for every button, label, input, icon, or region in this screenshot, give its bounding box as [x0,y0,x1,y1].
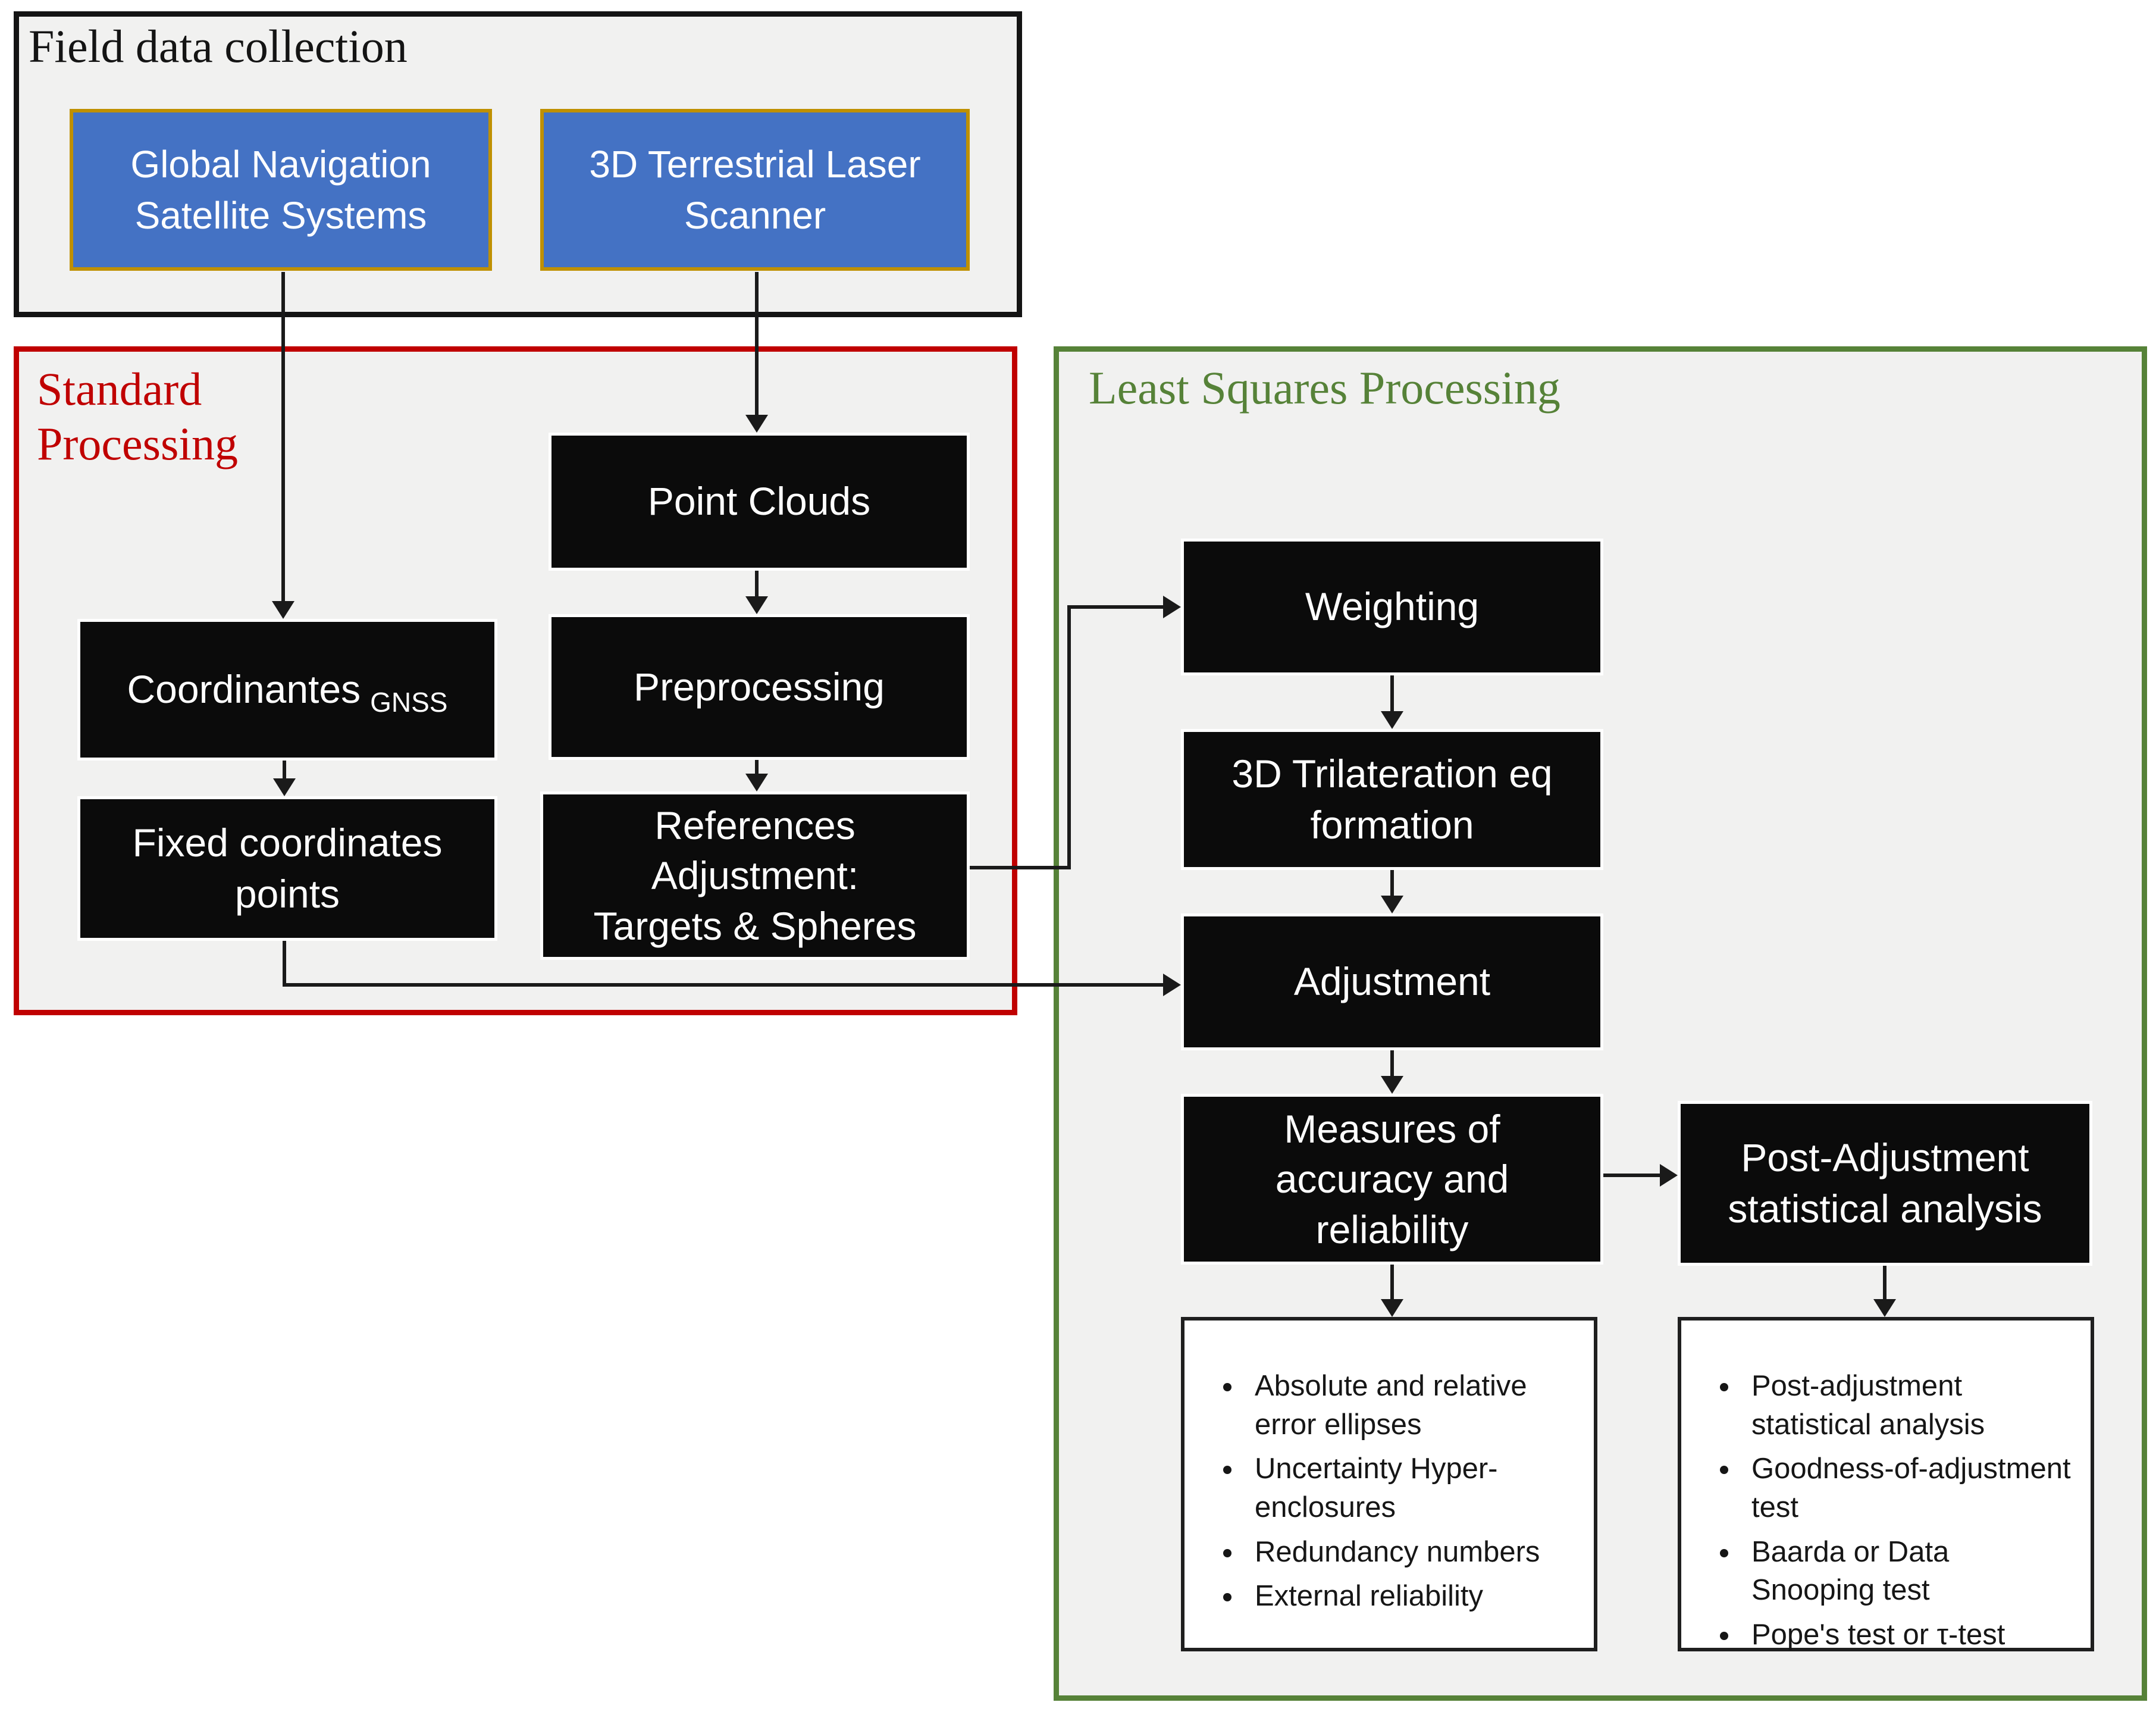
node-fixed-coordinates-points: Fixed coordinates points [77,796,497,941]
accuracy-reliability-detail-box: Absolute and relative error ellipsesUnce… [1181,1317,1597,1651]
arrow-references-to-weighting-segment1 [970,866,1071,869]
node-measures-accuracy-reliability: Measures of accuracy and reliability [1181,1094,1603,1265]
node-post-adjustment-statistical-analysis: Post-Adjustment statistical analysis [1678,1101,2092,1266]
coordinates-gnss-subscript: GNSS [370,687,448,718]
arrow-preprocessing-to-references-line [755,760,759,775]
arrow-trilateration-to-adjustment-line [1390,870,1394,896]
bullet-item: External reliability [1244,1577,1576,1616]
node-references-adjustment: References Adjustment: Targets & Spheres [540,791,970,960]
bullet-item: Goodness-of-adjustment test [1741,1450,2073,1526]
arrow-tls-to-pointclouds-head [745,415,768,433]
node-gnss: Global Navigation Satellite Systems [70,109,492,271]
accuracy-detail-list: Absolute and relative error ellipsesUnce… [1184,1321,1594,1616]
bullet-item: Pope's test or τ-test [1741,1616,2073,1654]
bullet-item: Uncertainty Hyper-enclosures [1244,1450,1576,1526]
arrow-measures-to-details-line [1390,1265,1394,1299]
arrow-fixed-to-adjustment-segment2 [283,983,1163,987]
field-data-collection-title: Field data collection [29,20,408,72]
bullet-item: Absolute and relative error ellipses [1244,1367,1576,1444]
node-weighting: Weighting [1181,539,1603,675]
arrow-fixed-to-adjustment-segment1 [283,941,286,987]
standard-processing-title: Standard Processing [37,363,238,470]
statistical-tests-detail-box: Post-adjustment statistical analysisGood… [1678,1317,2094,1651]
bullet-item: Post-adjustment statistical analysis [1741,1367,2073,1444]
arrow-measures-to-details-head [1381,1299,1403,1317]
arrow-coordinates-to-fixed-line [283,761,286,780]
arrow-gnss-to-coordinates-line [281,272,285,601]
arrow-gnss-to-coordinates-head [272,601,294,619]
node-terrestrial-laser-scanner: 3D Terrestrial Laser Scanner [540,109,970,271]
bullet-item: Redundancy numbers [1244,1533,1576,1572]
node-trilateration-eq-formation: 3D Trilateration eq formation [1181,729,1603,870]
arrow-preprocessing-to-references-head [745,774,768,791]
statistical-detail-list: Post-adjustment statistical analysisGood… [1681,1321,2091,1654]
arrow-pointclouds-to-preprocessing-line [755,571,759,597]
coordinates-label: Coordinantes [127,667,361,712]
arrow-weighting-to-trilateration-line [1390,675,1394,711]
node-preprocessing: Preprocessing [549,614,970,760]
arrow-pointclouds-to-preprocessing-head [745,596,768,614]
arrow-adjustment-to-measures-line [1390,1050,1394,1076]
arrow-references-to-weighting-segment2 [1067,605,1071,869]
arrow-measures-to-postadjustment-head [1660,1164,1678,1187]
arrow-weighting-to-trilateration-head [1381,711,1403,729]
arrow-references-to-weighting-segment3 [1067,605,1163,609]
arrow-measures-to-postadjustment-line [1603,1174,1660,1177]
arrow-trilateration-to-adjustment-head [1381,896,1403,913]
node-point-clouds: Point Clouds [549,433,970,571]
least-squares-processing-title: Least Squares Processing [1089,362,1560,414]
arrow-fixed-to-adjustment-head [1163,974,1181,996]
arrow-coordinates-to-fixed-head [273,778,296,796]
node-coordinates-gnss: Coordinantes GNSS [77,619,497,761]
bullet-item: Baarda or Data Snooping test [1741,1533,2073,1610]
arrow-postadjustment-to-details-line [1883,1266,1887,1299]
arrow-postadjustment-to-details-head [1873,1299,1896,1317]
arrow-references-to-weighting-head [1163,596,1181,618]
node-adjustment: Adjustment [1181,913,1603,1050]
arrow-adjustment-to-measures-head [1381,1076,1403,1094]
arrow-tls-to-pointclouds-line [755,272,759,415]
